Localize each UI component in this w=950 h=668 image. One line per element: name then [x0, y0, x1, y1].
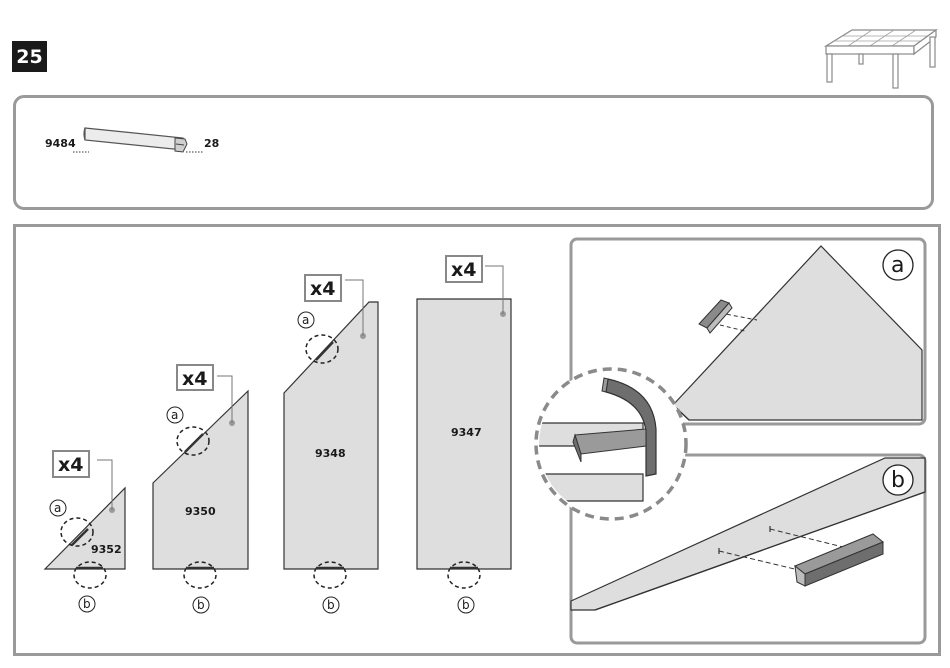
assembly-panel: 9352 x4 a b 9350 x4 a b [13, 224, 941, 656]
callout-a-9348: a [302, 313, 309, 327]
panel-9350: 9350 x4 a b [153, 365, 248, 613]
panel-9348: 9348 x4 a b [284, 275, 378, 613]
part-quantity: 28 [204, 137, 219, 150]
callout-b-9350: b [197, 598, 205, 612]
qty-label-9348: x4 [310, 278, 335, 300]
qty-label-9352: x4 [58, 454, 83, 476]
detail-label-b: b [891, 468, 905, 493]
gazebo-icon [820, 24, 940, 90]
panel-code-9347: 9347 [451, 426, 482, 439]
part-code: 9484 [45, 137, 76, 150]
panel-9347: 9347 x4 b [417, 256, 511, 613]
qty-label-9350: x4 [182, 368, 207, 390]
step-number: 25 [16, 46, 42, 68]
callout-b-9348: b [327, 598, 335, 612]
profile-strip-icon [84, 128, 187, 152]
qty-label-9347: x4 [451, 259, 476, 281]
callout-b-9347: b [462, 598, 470, 612]
panel-9352: 9352 x4 a b [45, 451, 125, 612]
assembly-drawing: 9352 x4 a b 9350 x4 a b [13, 224, 941, 656]
magnified-detail [533, 369, 686, 519]
panel-code-9350: 9350 [185, 505, 216, 518]
parts-list-drawing: 9484 28 [13, 95, 934, 210]
detail-label-a: a [891, 253, 904, 278]
callout-a-9352: a [54, 501, 61, 515]
panel-code-9352: 9352 [91, 543, 122, 556]
callout-b-9352: b [83, 597, 91, 611]
panel-code-9348: 9348 [315, 447, 346, 460]
step-number-badge: 25 [12, 41, 47, 72]
callout-a-9350: a [171, 408, 178, 422]
parts-list-panel: 9484 28 [13, 95, 934, 210]
